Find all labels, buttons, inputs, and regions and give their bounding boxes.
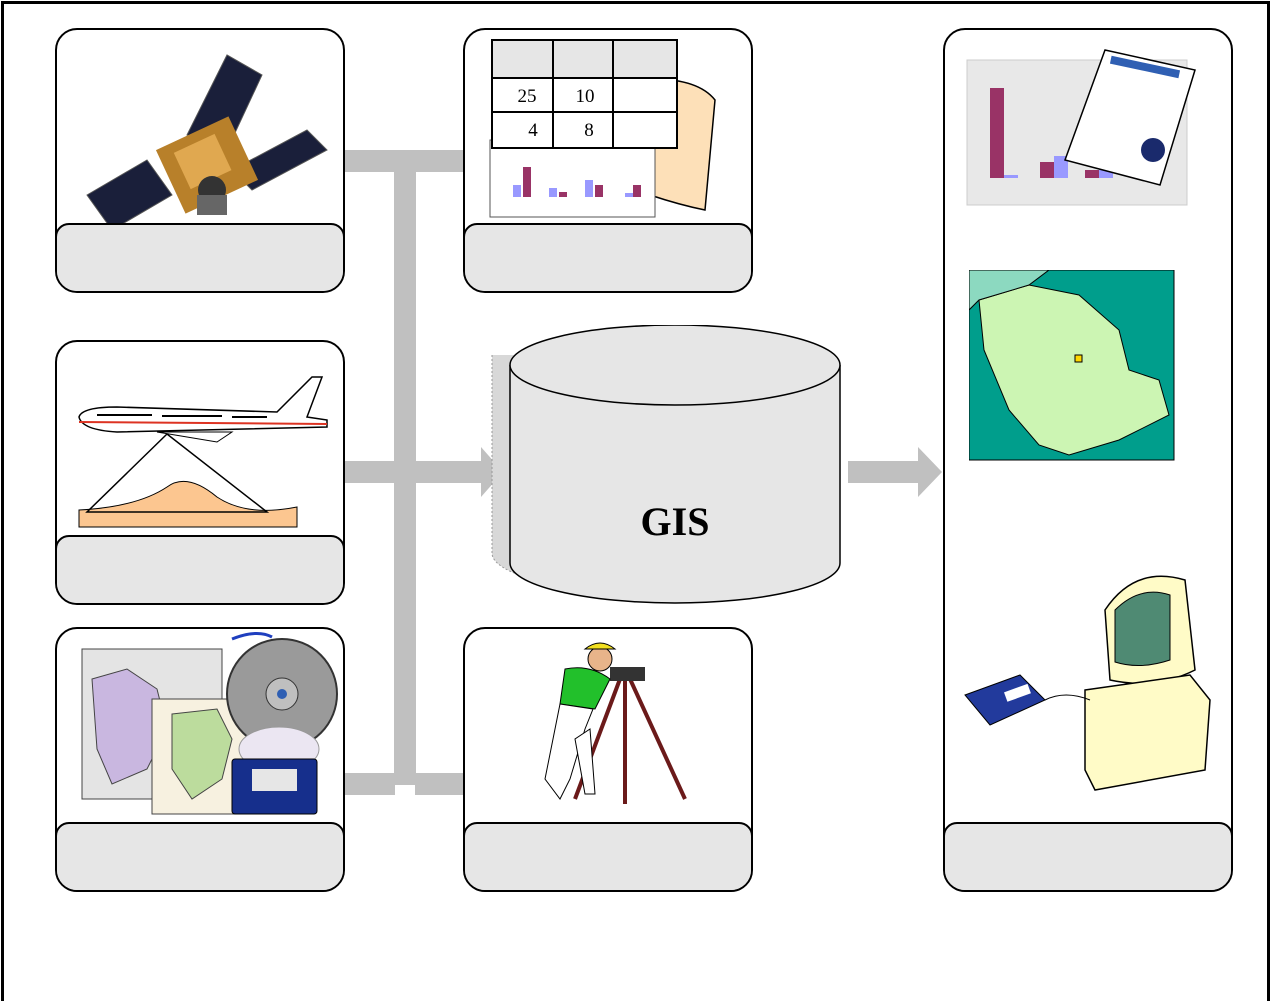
card-satellite xyxy=(55,28,345,293)
table-cell-r2c1: 4 xyxy=(528,120,538,141)
surveyor-icon xyxy=(544,642,687,804)
map-output-icon xyxy=(969,270,1175,461)
table-cell-r1c2: 10 xyxy=(576,86,595,107)
arrow-in-shaft xyxy=(415,461,483,483)
connector-lines xyxy=(343,150,942,795)
computer-icon xyxy=(964,575,1211,791)
survey-label xyxy=(465,822,751,890)
card-outputs xyxy=(943,28,1233,892)
arrow-out-head xyxy=(918,447,942,497)
aerial-label xyxy=(57,535,343,603)
arrow-out-shaft xyxy=(848,461,920,483)
card-tabular: 25 10 4 8 xyxy=(463,28,753,293)
card-maps-media xyxy=(55,627,345,892)
satellite-icon xyxy=(86,54,328,225)
mini-bar-chart xyxy=(513,167,641,197)
outputs-label xyxy=(945,822,1231,890)
table-cell-r1c1: 25 xyxy=(518,86,537,107)
stub-tabular xyxy=(415,150,465,172)
vertical-bus xyxy=(394,150,416,785)
stub-aerial xyxy=(343,461,395,483)
maps-media-label xyxy=(57,822,343,890)
gis-label: GIS xyxy=(641,499,710,544)
card-survey xyxy=(463,627,753,892)
stub-satellite xyxy=(343,150,395,172)
table-cell-r2c2: 8 xyxy=(584,120,594,141)
report-icon xyxy=(966,49,1196,206)
satellite-label xyxy=(57,223,343,291)
stub-maps xyxy=(343,773,395,795)
aerial-survey-icon xyxy=(78,376,328,528)
gis-database: GIS xyxy=(491,325,841,604)
stub-survey xyxy=(415,773,465,795)
card-aerial xyxy=(55,340,345,605)
maps-media-icon xyxy=(81,632,338,815)
spreadsheet-icon: 25 10 4 8 xyxy=(489,39,716,218)
tabular-label xyxy=(465,223,751,291)
